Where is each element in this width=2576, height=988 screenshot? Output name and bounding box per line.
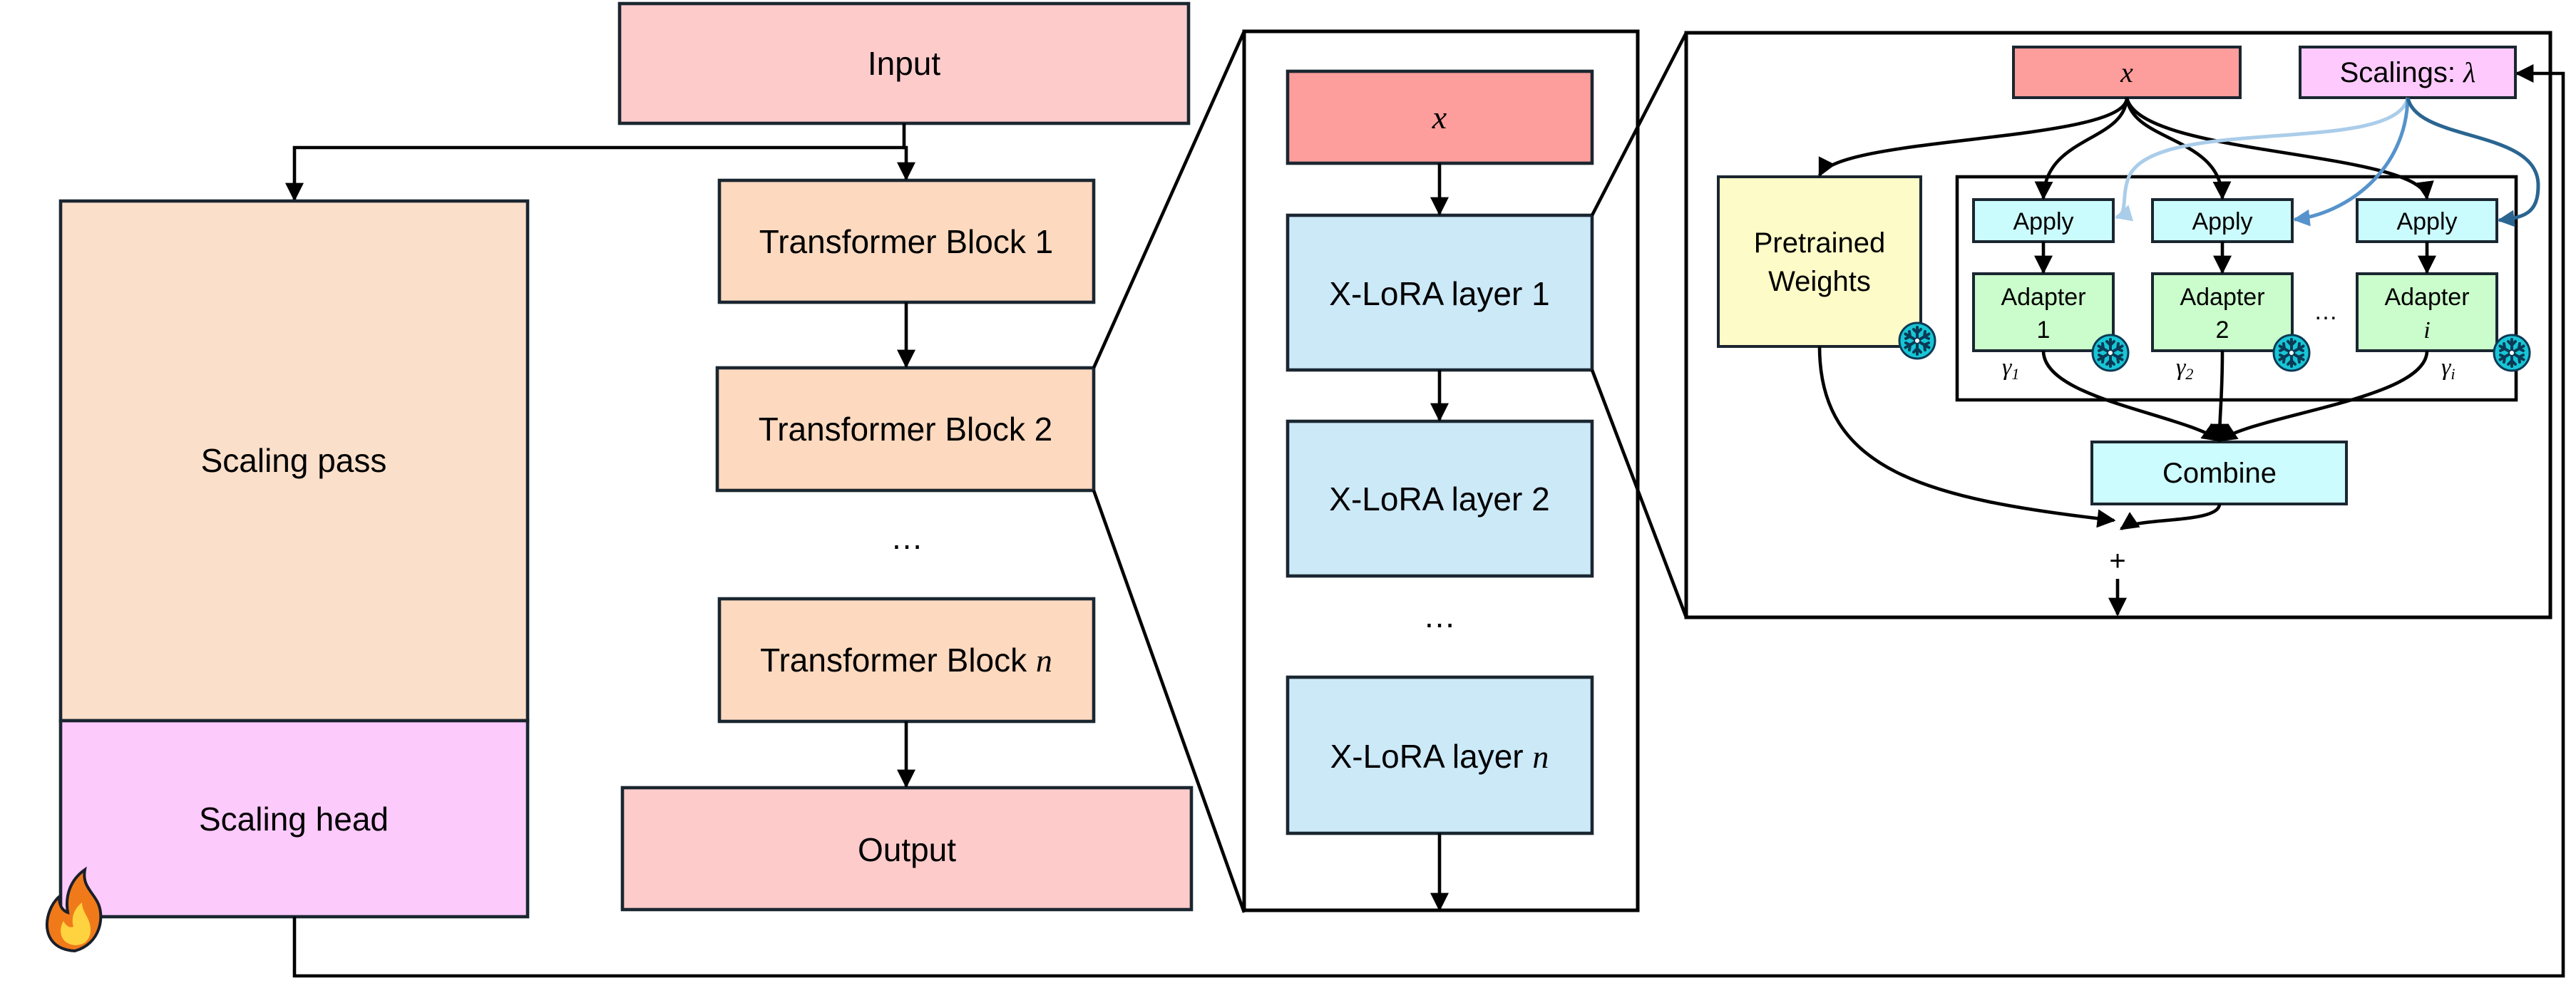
gamma-1-label: γ1: [2002, 354, 2019, 383]
fire-icon: [45, 866, 103, 953]
pretrained-weights-line2: Weights: [1768, 266, 1871, 297]
detail-x-label: x: [2120, 56, 2133, 88]
transformer-block-n-label: Transformer Block n: [760, 642, 1052, 679]
arrow-input-to-block1: [897, 123, 915, 181]
scaling-module: Scaling pass Scaling head: [45, 199, 530, 953]
arrow-input-to-scaling: [285, 145, 904, 202]
scaling-pass-box: [58, 199, 530, 723]
transformer-block-2-label: Transformer Block 2: [759, 411, 1052, 448]
xlora-layer-2: [1286, 419, 1594, 578]
arrow-scalings-to-apply-i: [2406, 97, 2540, 227]
xlora-stack: x X-LoRA layer 1 X-LoRA layer 2 … X-LoRA…: [1242, 29, 1640, 912]
xlora-layer-1-label: X-LoRA layer 1: [1329, 275, 1549, 312]
output-label: Output: [858, 831, 956, 868]
transformer-block-2: [715, 366, 1096, 493]
model-stack: Input Transformer Block 1 Transformer Bl…: [617, 1, 1194, 912]
apply-label-i: Apply: [2396, 208, 2457, 235]
xlora-layer-n: [1286, 675, 1594, 835]
combine-box: [2090, 441, 2348, 505]
arrow-pretrained-to-sum: [1817, 346, 2116, 528]
arrow-combine-to-sum: [2119, 503, 2222, 531]
sum-operator: +: [2109, 545, 2125, 577]
adapter-box-2[interactable]: [2151, 272, 2294, 352]
adapter-box-i[interactable]: [2356, 272, 2498, 352]
scaling-pass-label: Scaling pass: [201, 442, 387, 479]
transformer-ellipsis: …: [891, 519, 923, 556]
arrow-adapteri-to-combine: [2217, 350, 2429, 442]
adapter-2-word: Adapter: [2180, 284, 2264, 311]
scalings-box: [2299, 46, 2517, 99]
scalings-label: Scalings: λ: [2340, 56, 2476, 88]
adapter-ellipsis: …: [2314, 298, 2338, 325]
xlora-layer-1: [1286, 213, 1594, 372]
arrow-scalings-to-apply-1: [2114, 97, 2410, 222]
gamma-i-label: γi: [2441, 354, 2456, 383]
detail-frame: [1684, 31, 2552, 619]
adapter-i-word: Adapter: [2384, 284, 2469, 311]
input-label: Input: [868, 45, 941, 82]
adapter-1-num: 1: [2037, 317, 2051, 344]
pretrained-weights-line1: Pretrained: [1754, 227, 1886, 259]
transformer-block-1-label: Transformer Block 1: [759, 223, 1053, 260]
xlora-ellipsis: …: [1423, 597, 1456, 634]
adapter-1-word: Adapter: [2001, 284, 2085, 311]
xlora-x-label: x: [1432, 99, 1447, 135]
snowflake-icon: [1898, 321, 1936, 360]
arrow-x-to-apply-1: [2034, 97, 2129, 200]
scaling-head-label: Scaling head: [199, 801, 389, 838]
adapter-group-frame: [1955, 175, 2518, 402]
arrow-x-to-apply-2: [2125, 97, 2232, 200]
input-box: [617, 1, 1191, 125]
transformer-block-n: [717, 597, 1096, 724]
snowflake-icon: [2091, 334, 2130, 372]
gamma-2-label: γ2: [2176, 354, 2193, 383]
arrow-scaling-head-to-scalings: [292, 64, 2565, 978]
scaling-head-box: [58, 719, 530, 919]
arrow-adapter1-to-combine: [2041, 350, 2222, 442]
arrow-scalings-to-apply-2: [2292, 97, 2410, 227]
arrow-x-to-apply-i: [2125, 97, 2434, 200]
zoom-line-top: [1092, 31, 1246, 369]
combine-label: Combine: [2162, 458, 2277, 489]
adapter-i-num: i: [2423, 317, 2430, 344]
zoom-line-detail-bottom: [1590, 369, 1688, 618]
snowflake-icon: [2493, 334, 2531, 372]
zoom-line-detail-top: [1590, 31, 1688, 217]
pretrained-weights-box: [1717, 175, 1922, 348]
apply-box-1[interactable]: [1972, 198, 2115, 243]
xlora-x-box: [1286, 69, 1594, 165]
adapter-2-num: 2: [2216, 317, 2229, 344]
xlora-layer-2-label: X-LoRA layer 2: [1329, 480, 1549, 518]
zoom-line-bottom: [1092, 490, 1246, 913]
apply-label-1: Apply: [2013, 208, 2073, 235]
snowflake-icon: [2272, 334, 2311, 372]
xlora-layer-detail: x Scalings: λ Pretrained Weights Apply A…: [1684, 31, 2552, 619]
arrow-x-to-pretrained: [1817, 97, 2129, 177]
apply-label-2: Apply: [2192, 208, 2252, 235]
apply-box-i[interactable]: [2356, 198, 2498, 243]
arrow-adapter2-to-combine: [2210, 350, 2229, 443]
xlora-layer-n-label: X-LoRA layer n: [1330, 738, 1549, 775]
